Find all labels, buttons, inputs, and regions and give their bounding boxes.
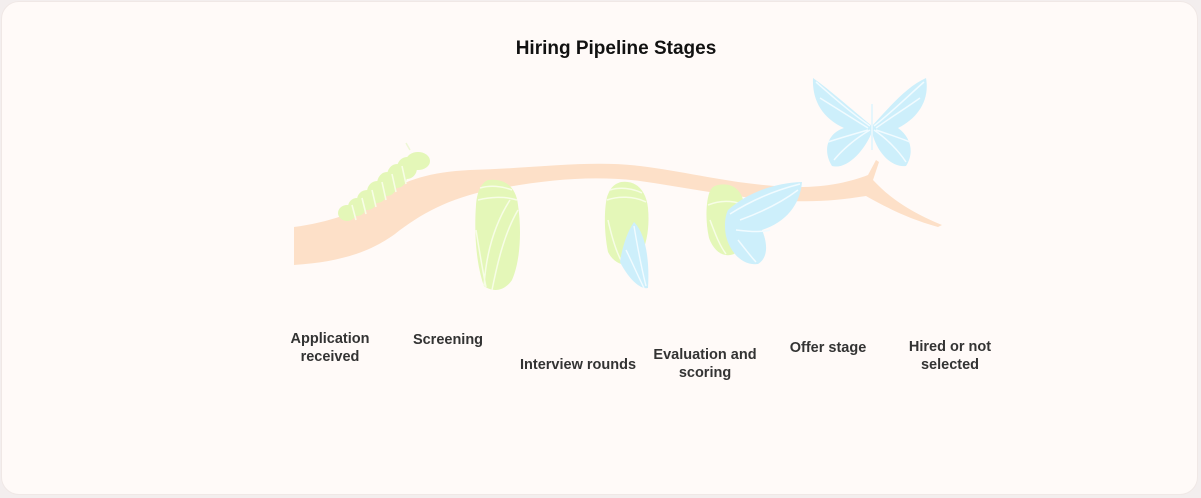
caterpillar-icon	[338, 142, 430, 221]
stage-label-evaluation-and-scoring: Evaluation and scoring	[653, 347, 757, 381]
stage-label-hired-or-not-selected: Hired or not selected	[908, 339, 992, 373]
chrysalis-icon	[475, 179, 520, 291]
stage-label-application-received: Application received	[290, 331, 370, 365]
stage-label-offer-stage: Offer stage	[789, 340, 867, 356]
stage-label-screening: Screening	[412, 332, 484, 348]
emerging-chrysalis-icon	[604, 181, 649, 289]
branch	[294, 160, 942, 265]
butterfly-icon	[812, 78, 927, 167]
diagram-title: Hiring Pipeline Stages	[515, 38, 717, 59]
emerging-butterfly-icon	[706, 182, 802, 265]
stage-label-interview-rounds: Interview rounds	[519, 357, 637, 373]
